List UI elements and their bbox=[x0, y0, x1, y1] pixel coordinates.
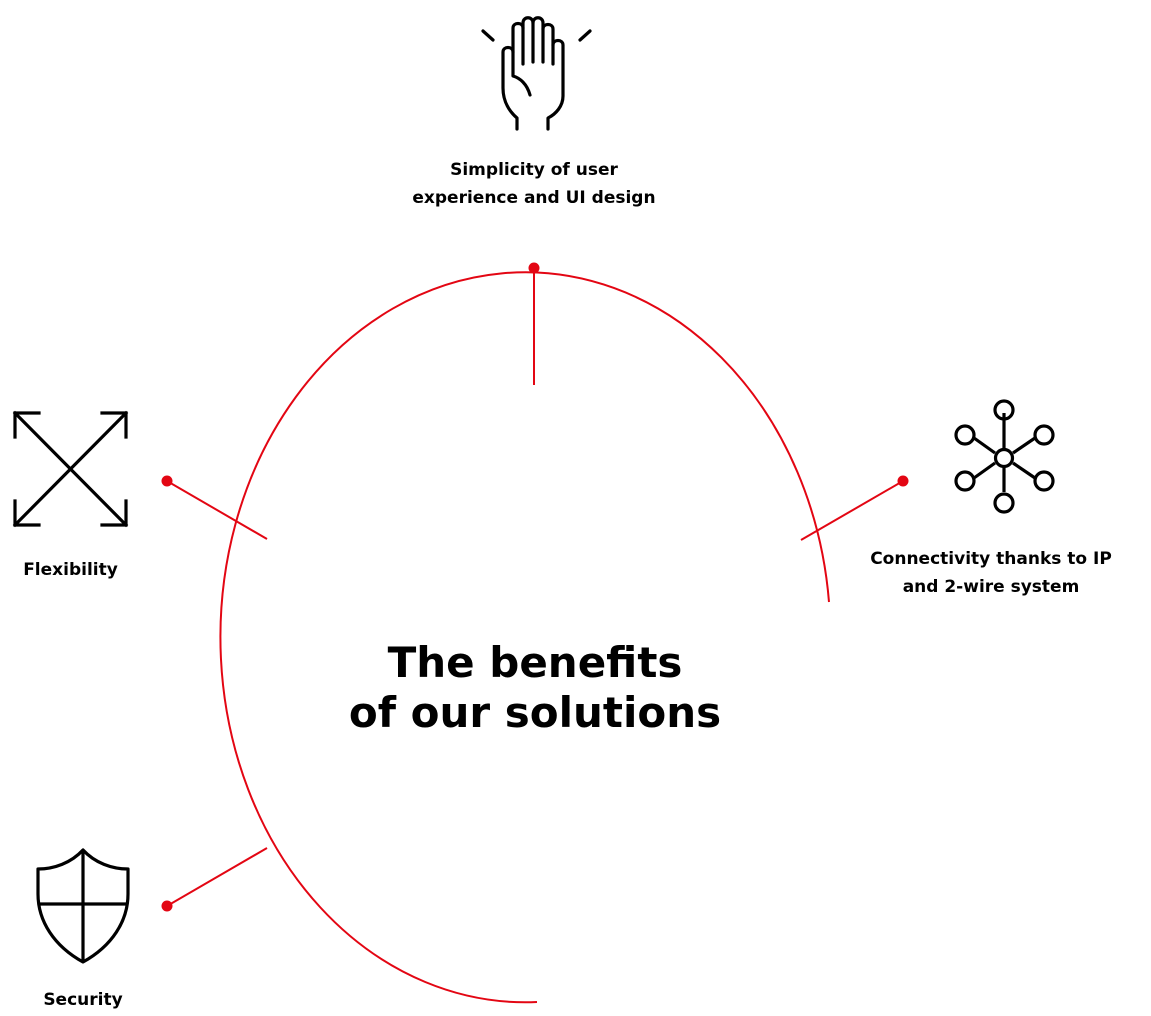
expand-arrows-icon bbox=[12, 410, 129, 528]
connector-dot bbox=[528, 262, 540, 274]
benefit-label-line: Simplicity of user bbox=[450, 160, 618, 180]
diagram-title-line: of our solutions bbox=[348, 688, 722, 737]
benefit-label-line: experience and UI design bbox=[412, 188, 656, 208]
connector-security bbox=[161, 847, 268, 912]
benefit-label-line: Flexibility bbox=[23, 560, 118, 580]
connector-dot bbox=[897, 475, 909, 487]
shield-icon bbox=[36, 848, 130, 964]
diagram-title: The benefits of our solutions bbox=[300, 638, 770, 738]
raised-hand-icon bbox=[481, 16, 592, 131]
connector-simplicity bbox=[528, 262, 540, 385]
connector-dot bbox=[161, 900, 173, 912]
benefit-label-flexibility: Flexibility bbox=[0, 556, 141, 584]
central-arc bbox=[219, 271, 830, 1004]
benefit-label-simplicity: Simplicity of user experience and UI des… bbox=[374, 156, 694, 212]
benefit-label-line: Connectivity thanks to IP bbox=[870, 549, 1112, 569]
diagram-title-line: The benefits bbox=[387, 638, 683, 687]
connector-flexibility bbox=[161, 475, 268, 540]
connector-dot bbox=[161, 475, 173, 487]
network-hub-icon bbox=[954, 399, 1055, 514]
benefit-label-connectivity: Connectivity thanks to IP and 2-wire sys… bbox=[846, 545, 1136, 601]
benefit-label-security: Security bbox=[0, 986, 166, 1014]
benefit-label-line: Security bbox=[43, 990, 123, 1010]
connector-connectivity bbox=[800, 475, 909, 541]
benefit-label-line: and 2-wire system bbox=[902, 577, 1080, 597]
